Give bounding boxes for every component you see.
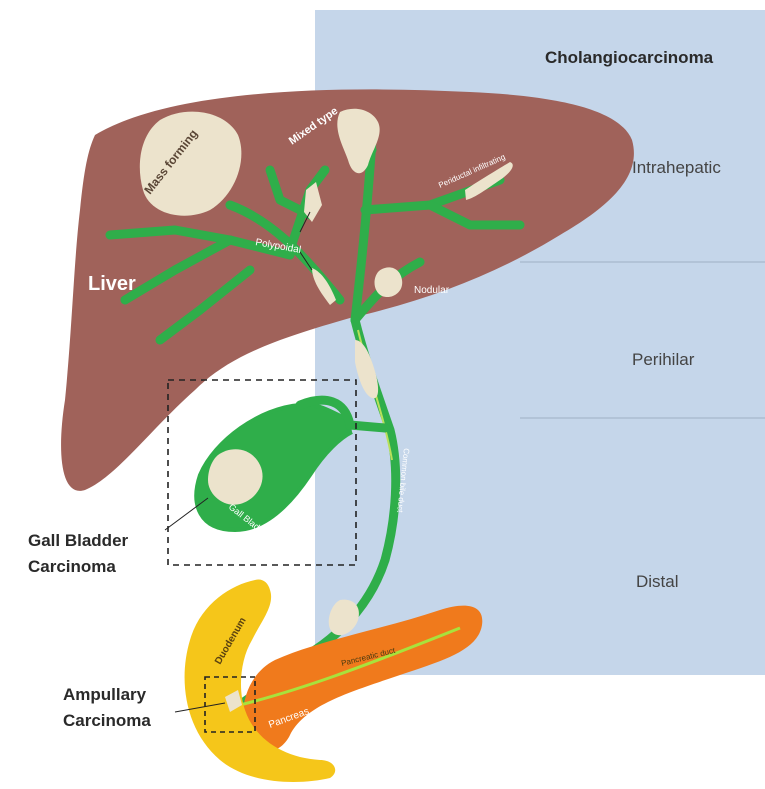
region-perihilar: Perihilar — [632, 350, 694, 370]
diagram-title: Cholangiocarcinoma — [545, 48, 713, 68]
region-intrahepatic: Intrahepatic — [632, 158, 721, 178]
ampullary-carcinoma-line2: Carcinoma — [63, 708, 151, 734]
gall-bladder-carcinoma-line1: Gall Bladder — [28, 528, 128, 554]
ampullary-carcinoma-label: Ampullary Carcinoma — [63, 682, 151, 734]
ampullary-carcinoma-line1: Ampullary — [63, 682, 151, 708]
tumor-nodular — [375, 267, 403, 297]
label-nodular: Nodular — [414, 285, 450, 296]
region-distal: Distal — [636, 572, 679, 592]
gall-bladder-carcinoma-line2: Carcinoma — [28, 554, 128, 580]
gall-bladder-carcinoma-label: Gall Bladder Carcinoma — [28, 528, 128, 580]
label-liver: Liver — [88, 273, 136, 295]
